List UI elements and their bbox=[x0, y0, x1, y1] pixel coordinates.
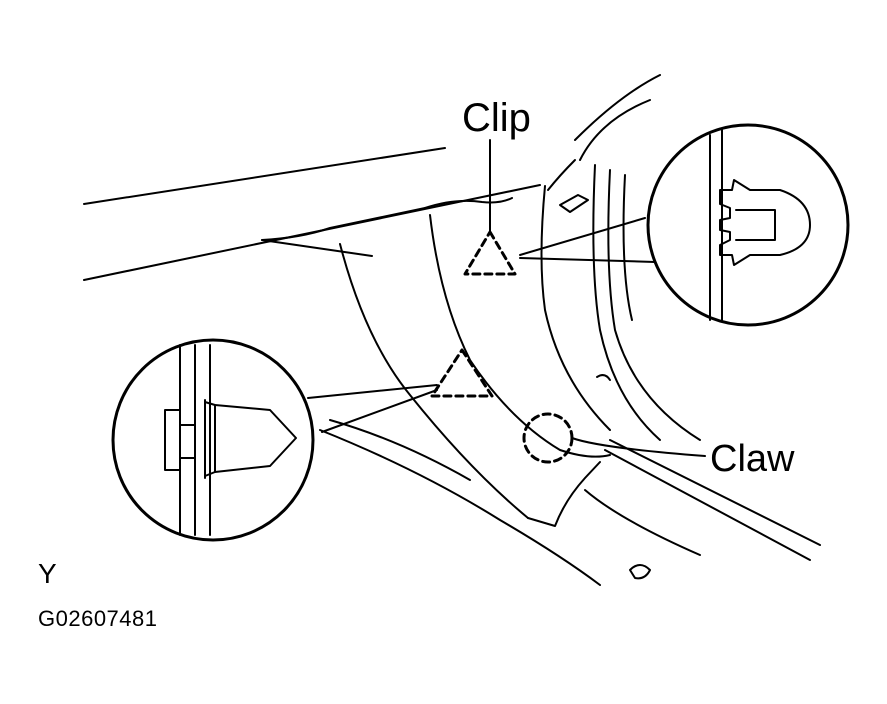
clip-detail-circle bbox=[646, 123, 850, 327]
lower-floor-lines bbox=[319, 419, 821, 586]
clip-label: Clip bbox=[462, 96, 531, 140]
claw-location-circle bbox=[522, 412, 574, 464]
claw-callout bbox=[522, 412, 706, 464]
clip-detail-shape bbox=[719, 179, 811, 266]
clip-location-triangle-lower bbox=[430, 348, 494, 398]
clip-location-triangle bbox=[463, 230, 517, 276]
garnish-panel bbox=[339, 74, 701, 527]
view-label: Y bbox=[38, 558, 57, 589]
clip-detail-circle-lower bbox=[111, 338, 315, 542]
figure-code: G02607481 bbox=[38, 606, 158, 631]
clip-callout-upper bbox=[463, 123, 850, 327]
clip-callout-lower bbox=[111, 338, 494, 542]
upper-sill-panel bbox=[83, 147, 541, 281]
claw-label: Claw bbox=[710, 438, 795, 480]
claw-leader-line bbox=[571, 437, 706, 457]
